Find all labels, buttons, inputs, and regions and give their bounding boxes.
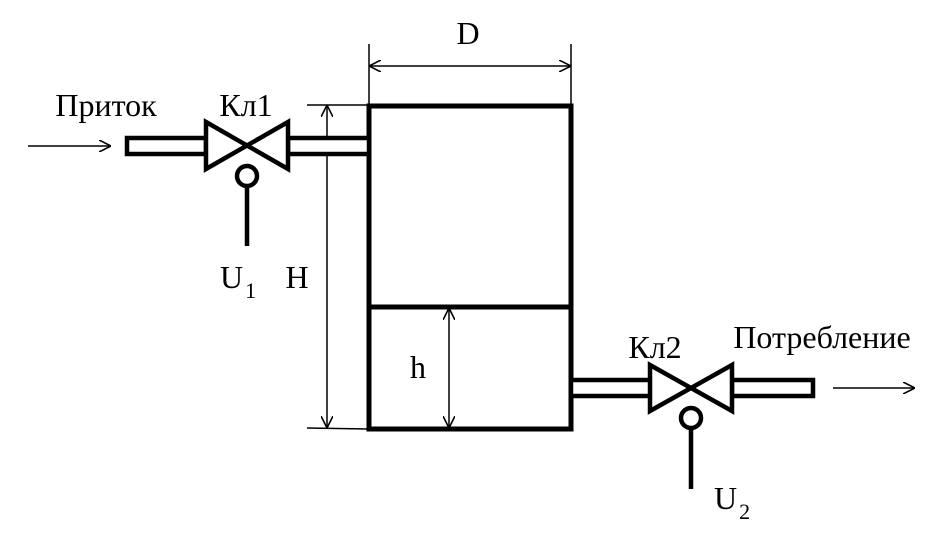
outflow-pipe-right bbox=[729, 377, 816, 399]
level-label: h bbox=[410, 349, 426, 385]
valve-1-label: Кл1 bbox=[219, 87, 272, 123]
valve-2-body-icon bbox=[647, 361, 735, 415]
inflow-pipe-right bbox=[285, 135, 372, 157]
inflow-pipe-left bbox=[124, 135, 209, 157]
outflow-pipe-left bbox=[568, 377, 654, 399]
u2-label: U2 bbox=[714, 480, 750, 524]
valve-1 bbox=[203, 118, 291, 246]
outflow-label: Потребление bbox=[733, 319, 910, 355]
valve-1-actuator-icon bbox=[234, 163, 260, 189]
tank-body bbox=[366, 103, 574, 432]
inflow-label: Приток bbox=[55, 87, 157, 123]
height-ext-bottom bbox=[306, 427, 369, 430]
valve-2 bbox=[647, 361, 735, 489]
u1-label: U1 bbox=[220, 259, 256, 303]
valve-2-label: Кл2 bbox=[628, 329, 681, 365]
valve-2-actuator-icon bbox=[678, 405, 704, 431]
diameter-label: D bbox=[456, 15, 479, 51]
valve-1-body-icon bbox=[203, 118, 291, 173]
height-label: H bbox=[285, 259, 308, 295]
